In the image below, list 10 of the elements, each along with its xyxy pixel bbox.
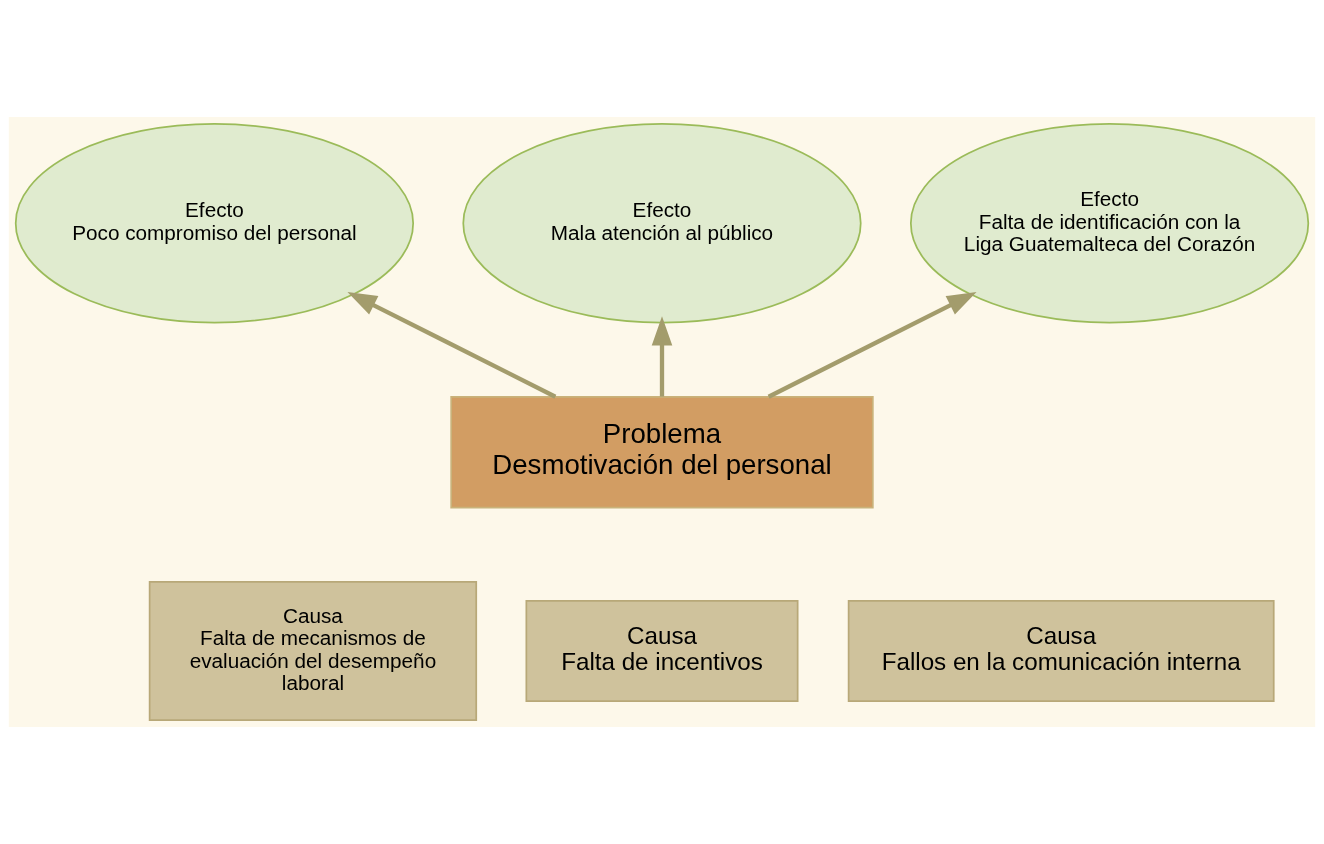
node-box: Problema Desmotivación del personal: [450, 396, 874, 509]
arrow: [651, 316, 673, 397]
node-box: Causa Fallos en la comunicación interna: [847, 600, 1275, 702]
node-box: Causa Falta de mecanismos de evaluación del desempeño laboral: [148, 580, 478, 721]
node-ellipse: Efecto Falta de identificación con la Liga Guatemalteca del Corazón: [909, 123, 1310, 324]
arrow: [347, 292, 557, 399]
node-box: Causa Falta de incentivos: [525, 600, 799, 702]
arrow: [767, 292, 977, 399]
node-ellipse: Efecto Mala atención al público: [462, 123, 862, 324]
node-ellipse: Efecto Poco compromiso del personal: [14, 123, 415, 324]
